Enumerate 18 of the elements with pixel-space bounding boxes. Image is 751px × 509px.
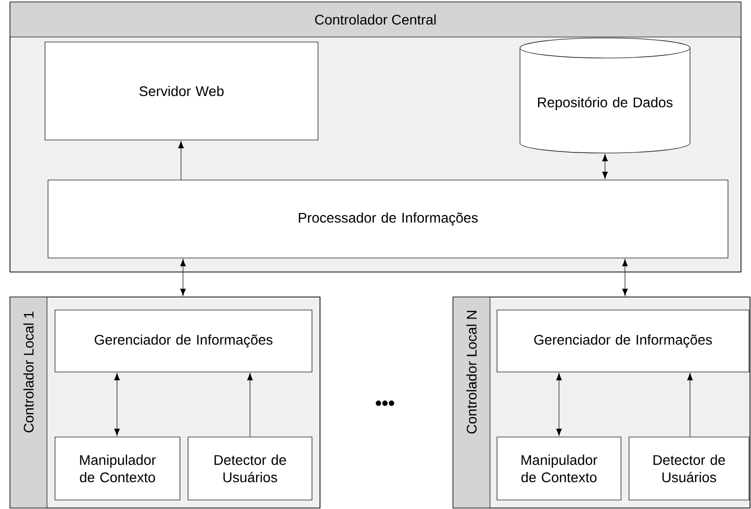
process-box: Gerenciador de Informações [54, 310, 312, 372]
arrow [622, 259, 628, 296]
ellipsis: ••• [376, 400, 394, 406]
arrow [178, 141, 184, 180]
arrow [180, 259, 186, 296]
process-box: Servidor Web [44, 42, 318, 140]
process-box: Detector de Usuários [628, 436, 750, 500]
process-box: Manipulador de Contexto [54, 436, 180, 500]
process-box: Manipulador de Contexto [496, 436, 622, 500]
arrow [687, 373, 693, 437]
database-cylinder: Repositório de Dados [520, 38, 690, 154]
arrow [247, 373, 253, 437]
arrow [556, 373, 562, 436]
arrow [114, 373, 120, 436]
process-box: Detector de Usuários [188, 436, 312, 500]
arrow [602, 154, 608, 179]
process-box: Processador de Informações [48, 180, 728, 258]
process-box: Gerenciador de Informações [496, 310, 750, 372]
